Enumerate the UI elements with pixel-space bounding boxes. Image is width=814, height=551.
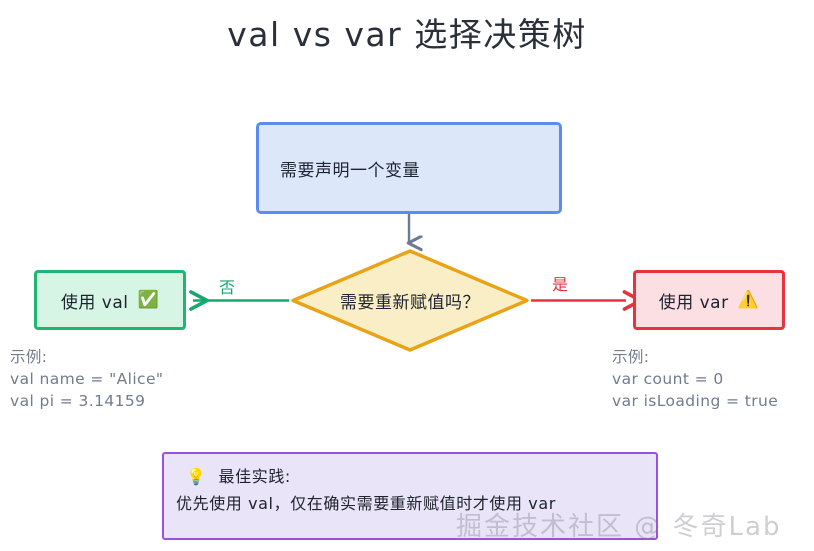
best-practice-heading-row: 💡 最佳实践:	[186, 465, 656, 489]
best-practice-body: 优先使用 val，仅在确实需要重新赋值时才使用 var	[176, 494, 556, 513]
example-var: 示例: var count = 0 var isLoading = true	[612, 346, 778, 412]
watermark: 掘金技术社区 @ 冬奇Lab	[456, 512, 782, 542]
example-val-line-2: val pi = 3.14159	[10, 392, 146, 410]
example-var-heading: 示例:	[612, 348, 650, 366]
lightbulb-icon: 💡	[186, 467, 207, 486]
warning-icon: ⚠️	[737, 289, 760, 310]
node-use-val[interactable]: 使用 val ✅	[34, 270, 186, 330]
node-decision-reassign[interactable]: 需要重新赋值吗？	[290, 248, 530, 353]
diamond-shape	[291, 249, 529, 352]
edge-label-no: 否	[219, 278, 236, 297]
node-use-val-label: 使用 val	[60, 292, 129, 313]
check-mark-icon: ✅	[137, 289, 160, 310]
edge-label-yes: 是	[552, 275, 569, 294]
node-use-var[interactable]: 使用 var ⚠️	[633, 270, 785, 330]
example-var-line-2: var isLoading = true	[612, 392, 779, 410]
best-practice-heading: 最佳实践:	[218, 467, 291, 486]
node-declare-variable-label: 需要声明一个变量	[280, 160, 420, 181]
example-val: 示例: val name = "Alice" val pi = 3.14159	[10, 346, 163, 412]
page-title: val vs var 选择决策树	[227, 15, 587, 54]
example-val-heading: 示例:	[10, 348, 48, 366]
example-val-line-1: val name = "Alice"	[10, 370, 164, 388]
example-var-line-1: var count = 0	[612, 370, 724, 388]
node-decision-label: 需要重新赋值吗？	[340, 293, 480, 313]
node-use-var-label: 使用 var	[658, 292, 729, 313]
node-declare-variable[interactable]: 需要声明一个变量	[256, 122, 562, 214]
best-practice-box: 💡 最佳实践: 优先使用 val，仅在确实需要重新赋值时才使用 var	[162, 452, 658, 540]
